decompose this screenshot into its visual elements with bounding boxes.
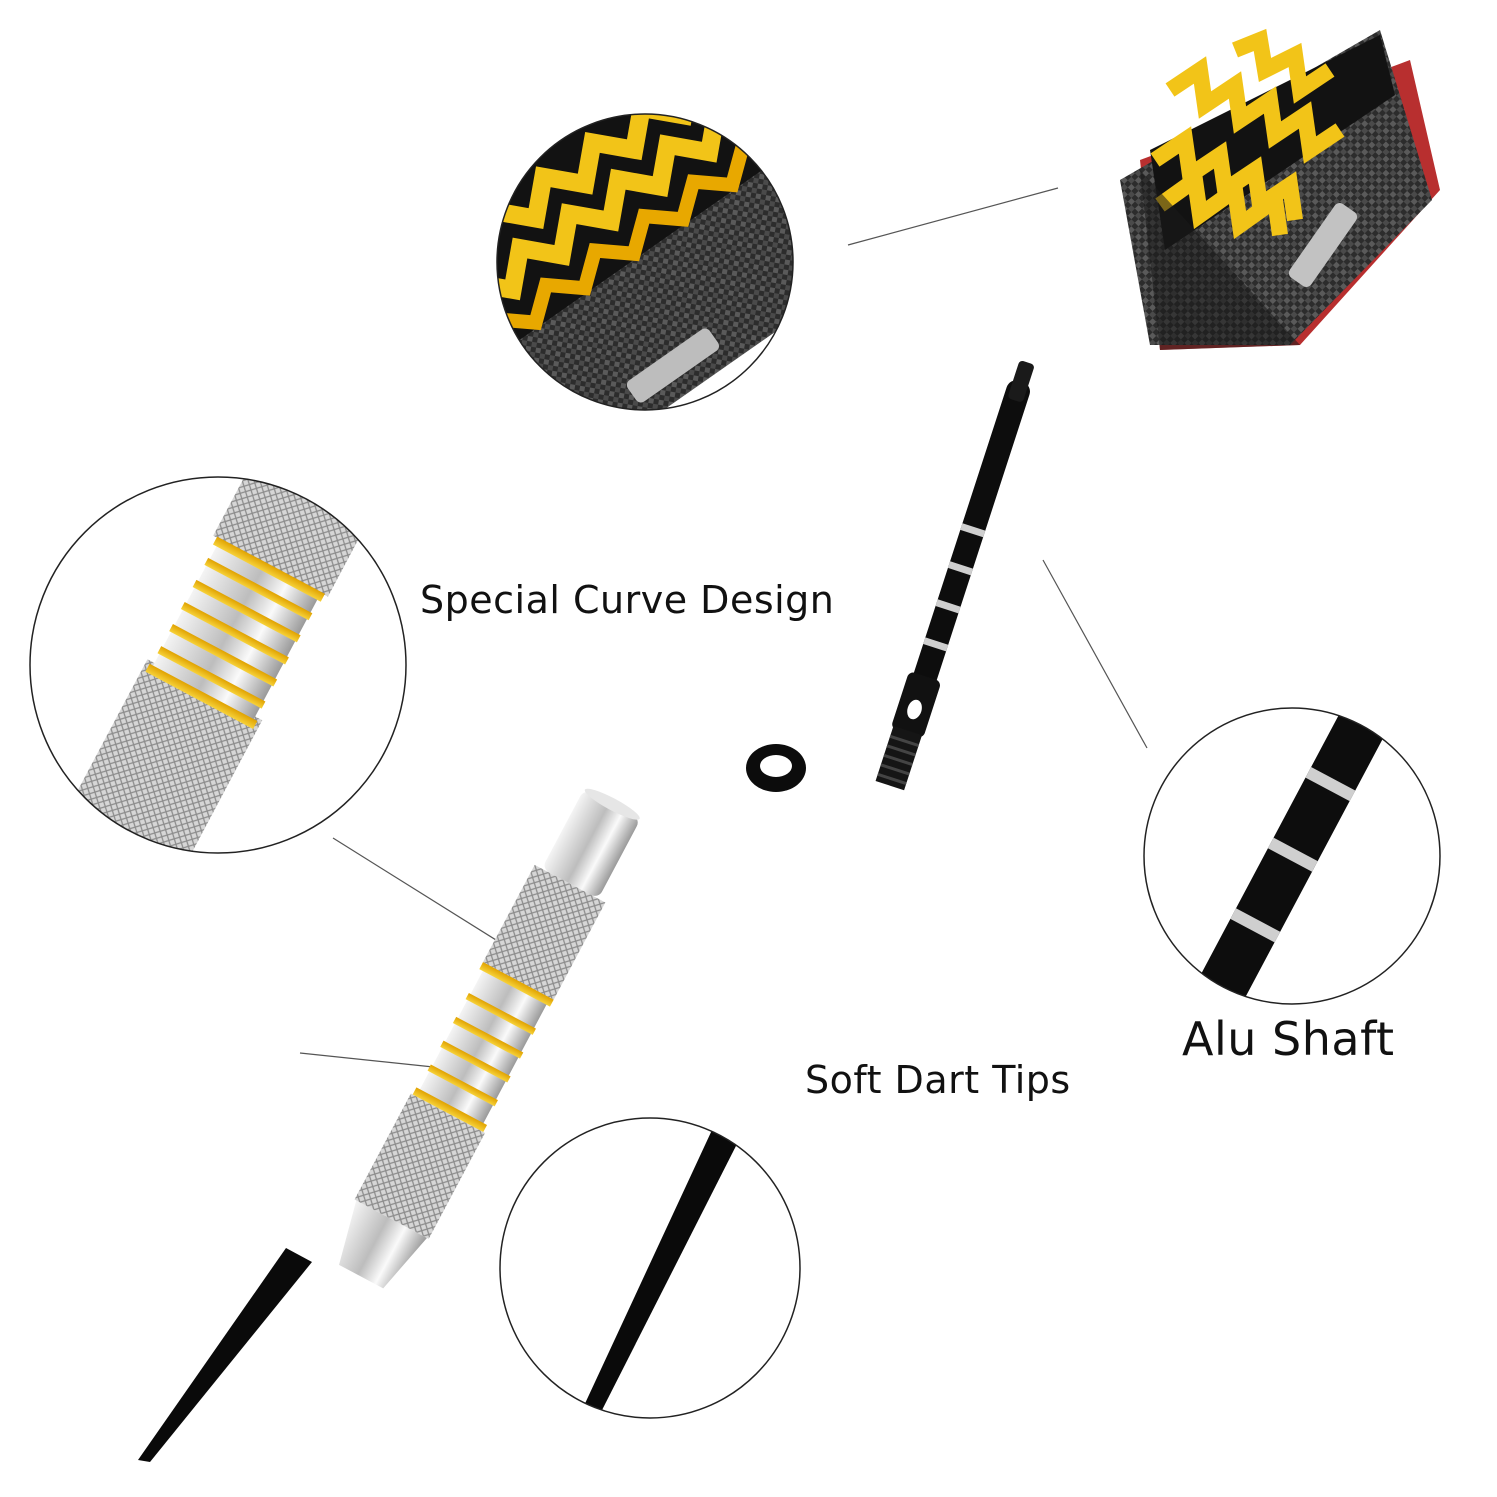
dart-shaft-icon xyxy=(875,360,1034,791)
special-curve-design-label: Special Curve Design xyxy=(420,578,835,622)
flight-detail-circle xyxy=(496,113,794,411)
alu-shaft-label: Alu Shaft xyxy=(1182,1012,1395,1066)
flight-leader-line xyxy=(847,187,1059,246)
soft-tip-icon xyxy=(138,1248,312,1462)
tip-detail-circle xyxy=(499,1117,801,1419)
barrel-leader-line xyxy=(332,837,513,951)
shaft-leader-line xyxy=(1042,559,1148,749)
soft-dart-tips-label: Soft Dart Tips xyxy=(805,1058,1071,1102)
dart-barrel-icon xyxy=(339,788,640,1289)
o-ring-icon xyxy=(746,744,806,792)
barrel-detail-circle xyxy=(29,476,407,854)
dart-flight-icon xyxy=(1120,28,1440,350)
shaft-detail-circle xyxy=(1143,707,1441,1005)
